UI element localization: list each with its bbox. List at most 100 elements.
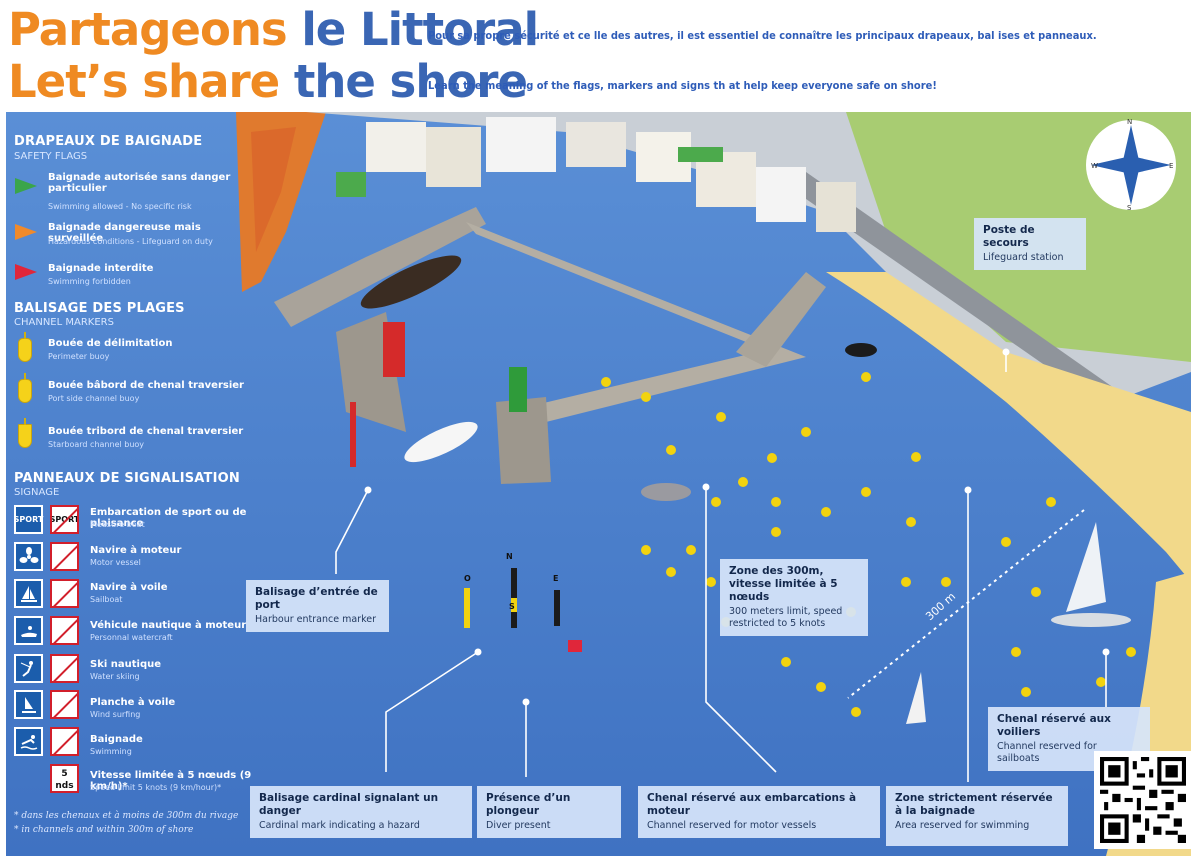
speed-limit-value: 5 — [61, 769, 68, 779]
swim-label-en: Area reserved for swimming — [895, 820, 1030, 831]
sign-sail-label: Navire à voile — [90, 582, 168, 593]
cardinal-label-en: Cardinal mark indicating a hazard — [259, 820, 420, 831]
sign-jetski-label: Véhicule nautique à moteur — [90, 620, 247, 631]
intro-text-fr: Pour sa propre sécurité et ce lle des au… — [428, 29, 1097, 42]
swim-label: Zone strictement réservée à la baignade — [895, 792, 1053, 817]
harbour-label-en: Harbour entrance marker — [255, 614, 376, 625]
sign-sport-label: Embarcation de sport ou de plaisance — [90, 507, 247, 529]
sign-speed-label: Vitesse limitée à 5 nœuds (9 km/h)* — [90, 770, 252, 792]
cardinal-label: Balisage cardinal signalant un danger — [259, 792, 439, 817]
sign-jetski-en: Personnal watercraft — [90, 633, 173, 642]
windsurf-icon — [14, 690, 43, 719]
sign-sail-en: Sailboat — [90, 595, 123, 604]
flags-heading: DRAPEAUX DE BAIGNADE — [14, 134, 203, 149]
motor-callout: Chenal réservé aux embarcations à moteur… — [638, 786, 880, 838]
zone300-callout: Zone des 300m, vitesse limitée à 5 nœuds… — [720, 559, 868, 636]
buoy-port-label: Bouée bâbord de chenal traversier — [48, 380, 244, 391]
no-swimming-icon — [50, 727, 79, 756]
buoy-perimeter-en: Perimeter buoy — [48, 352, 110, 361]
lifeguard-callout: Poste de secours Lifeguard station — [974, 218, 1086, 270]
jetski-icon — [14, 616, 43, 645]
swimmer-icon — [14, 727, 43, 756]
sport-boat-icon: SPORT — [14, 505, 43, 534]
zone300-label: Zone des 300m, vitesse limitée à 5 nœuds — [729, 565, 838, 603]
motor-label: Chenal réservé aux embarcations à moteur — [647, 792, 857, 817]
flag-green-label: Baignade autorisée sans danger particuli… — [48, 172, 231, 194]
waterski-icon — [14, 654, 43, 683]
sign-windsurf-en: Wind surfing — [90, 710, 141, 719]
sign-swim-en: Swimming — [90, 747, 132, 756]
orange-flag-icon — [15, 224, 37, 240]
title-line-fr: Partageons le Littoral — [8, 3, 539, 56]
intro-text-en: Learn the meaning of the flags, markers … — [428, 79, 937, 92]
cardinal-s: S — [509, 602, 515, 611]
markers-heading: BALISAGE DES PLAGES — [14, 301, 185, 316]
sign-motor-label: Navire à moteur — [90, 545, 182, 556]
qr-code[interactable] — [1094, 751, 1192, 849]
title-fr-part1: Partageons — [8, 3, 288, 56]
diver-label: Présence d’un plongeur — [486, 792, 571, 817]
buoy-port-en: Port side channel buoy — [48, 394, 140, 403]
compass-s: S — [1127, 204, 1132, 212]
sign-waterski-en: Water skiing — [90, 672, 140, 681]
flag-orange-en: Hazardous conditions - Lifeguard on duty — [48, 237, 213, 246]
sailboat-icon — [14, 579, 43, 608]
diver-label-en: Diver present — [486, 820, 551, 831]
compass-w: W — [1091, 162, 1098, 170]
port-buoy-icon — [18, 373, 32, 403]
sign-swim-label: Baignade — [90, 734, 143, 745]
sailboats-label-en: Channel reserved for sailboats — [997, 741, 1097, 764]
cardinal-o: O — [464, 574, 471, 583]
starboard-buoy-icon — [18, 418, 32, 448]
diver-callout: Présence d’un plongeur Diver present — [477, 786, 621, 838]
legend-panel: DRAPEAUX DE BAIGNADE SAFETY FLAGS Baigna… — [6, 112, 256, 856]
title-line-en: Let’s share the shore — [8, 55, 528, 108]
compass-e: E — [1169, 162, 1174, 170]
lifeguard-label: Poste de secours — [983, 224, 1035, 249]
cardinal-callout: Balisage cardinal signalant un danger Ca… — [250, 786, 472, 838]
cardinal-e: E — [553, 574, 559, 583]
sign-motor-en: Motor vessel — [90, 558, 141, 567]
sign-waterski-label: Ski nautique — [90, 659, 162, 670]
signs-heading: PANNEAUX DE SIGNALISATION — [14, 471, 240, 486]
perimeter-buoy-icon — [18, 332, 32, 362]
motor-label-en: Channel reserved for motor vessels — [647, 820, 817, 831]
flag-orange-label: Baignade dangereuse mais surveillée — [48, 222, 201, 244]
sign-speed-en: Speed limit 5 knots (9 km/hour)* — [90, 783, 222, 792]
flag-green-en: Swimming allowed - No specific risk — [48, 202, 192, 211]
buoy-starboard-en: Starboard channel buoy — [48, 440, 145, 449]
qr-code-pattern — [1100, 757, 1186, 843]
compass-n: N — [1127, 118, 1133, 126]
swim-callout: Zone strictement réservée à la baignade … — [886, 786, 1068, 846]
speed-limit-unit: nds — [55, 781, 74, 791]
signs-subheading: SIGNAGE — [14, 487, 60, 498]
green-flag-icon — [15, 178, 37, 194]
footnote-en: * in channels and within 300m of shore — [14, 825, 194, 835]
title-en-part2: the shore — [293, 55, 528, 108]
title-fr-part2: le Littoral — [301, 3, 539, 56]
harbour-label: Balisage d’entrée de port — [255, 586, 378, 611]
no-windsurf-icon — [50, 690, 79, 719]
sailboats-label: Chenal réservé aux voiliers — [997, 713, 1111, 738]
footnote-fr: * dans les chenaux et à moins de 300m du… — [14, 811, 239, 821]
red-flag-icon — [15, 264, 37, 280]
speed-limit-icon: 5 nds — [50, 764, 79, 793]
page-title: Partageons le Littoral Let’s share the s… — [8, 3, 539, 108]
flags-subheading: SAFETY FLAGS — [14, 151, 88, 162]
propeller-icon — [14, 542, 43, 571]
cardinal-n: N — [506, 552, 513, 561]
title-en-part1: Let’s share — [8, 55, 280, 108]
flag-red-label: Baignade interdite — [48, 263, 154, 274]
buoy-perimeter-label: Bouée de délimitation — [48, 338, 173, 349]
buoy-starboard-label: Bouée tribord de chenal traversier — [48, 426, 244, 437]
lifeguard-label-en: Lifeguard station — [983, 252, 1064, 263]
no-jetski-icon — [50, 616, 79, 645]
no-sport-boat-icon: SPORT — [50, 505, 79, 534]
markers-subheading: CHANNEL MARKERS — [14, 317, 114, 328]
no-motor-icon — [50, 542, 79, 571]
harbour-callout: Balisage d’entrée de port Harbour entran… — [246, 580, 389, 632]
zone300-label-en: 300 meters limit, speed restricted to 5 … — [729, 606, 843, 629]
sign-windsurf-label: Planche à voile — [90, 697, 176, 708]
no-waterski-icon — [50, 654, 79, 683]
flag-red-en: Swimming forbidden — [48, 277, 131, 286]
